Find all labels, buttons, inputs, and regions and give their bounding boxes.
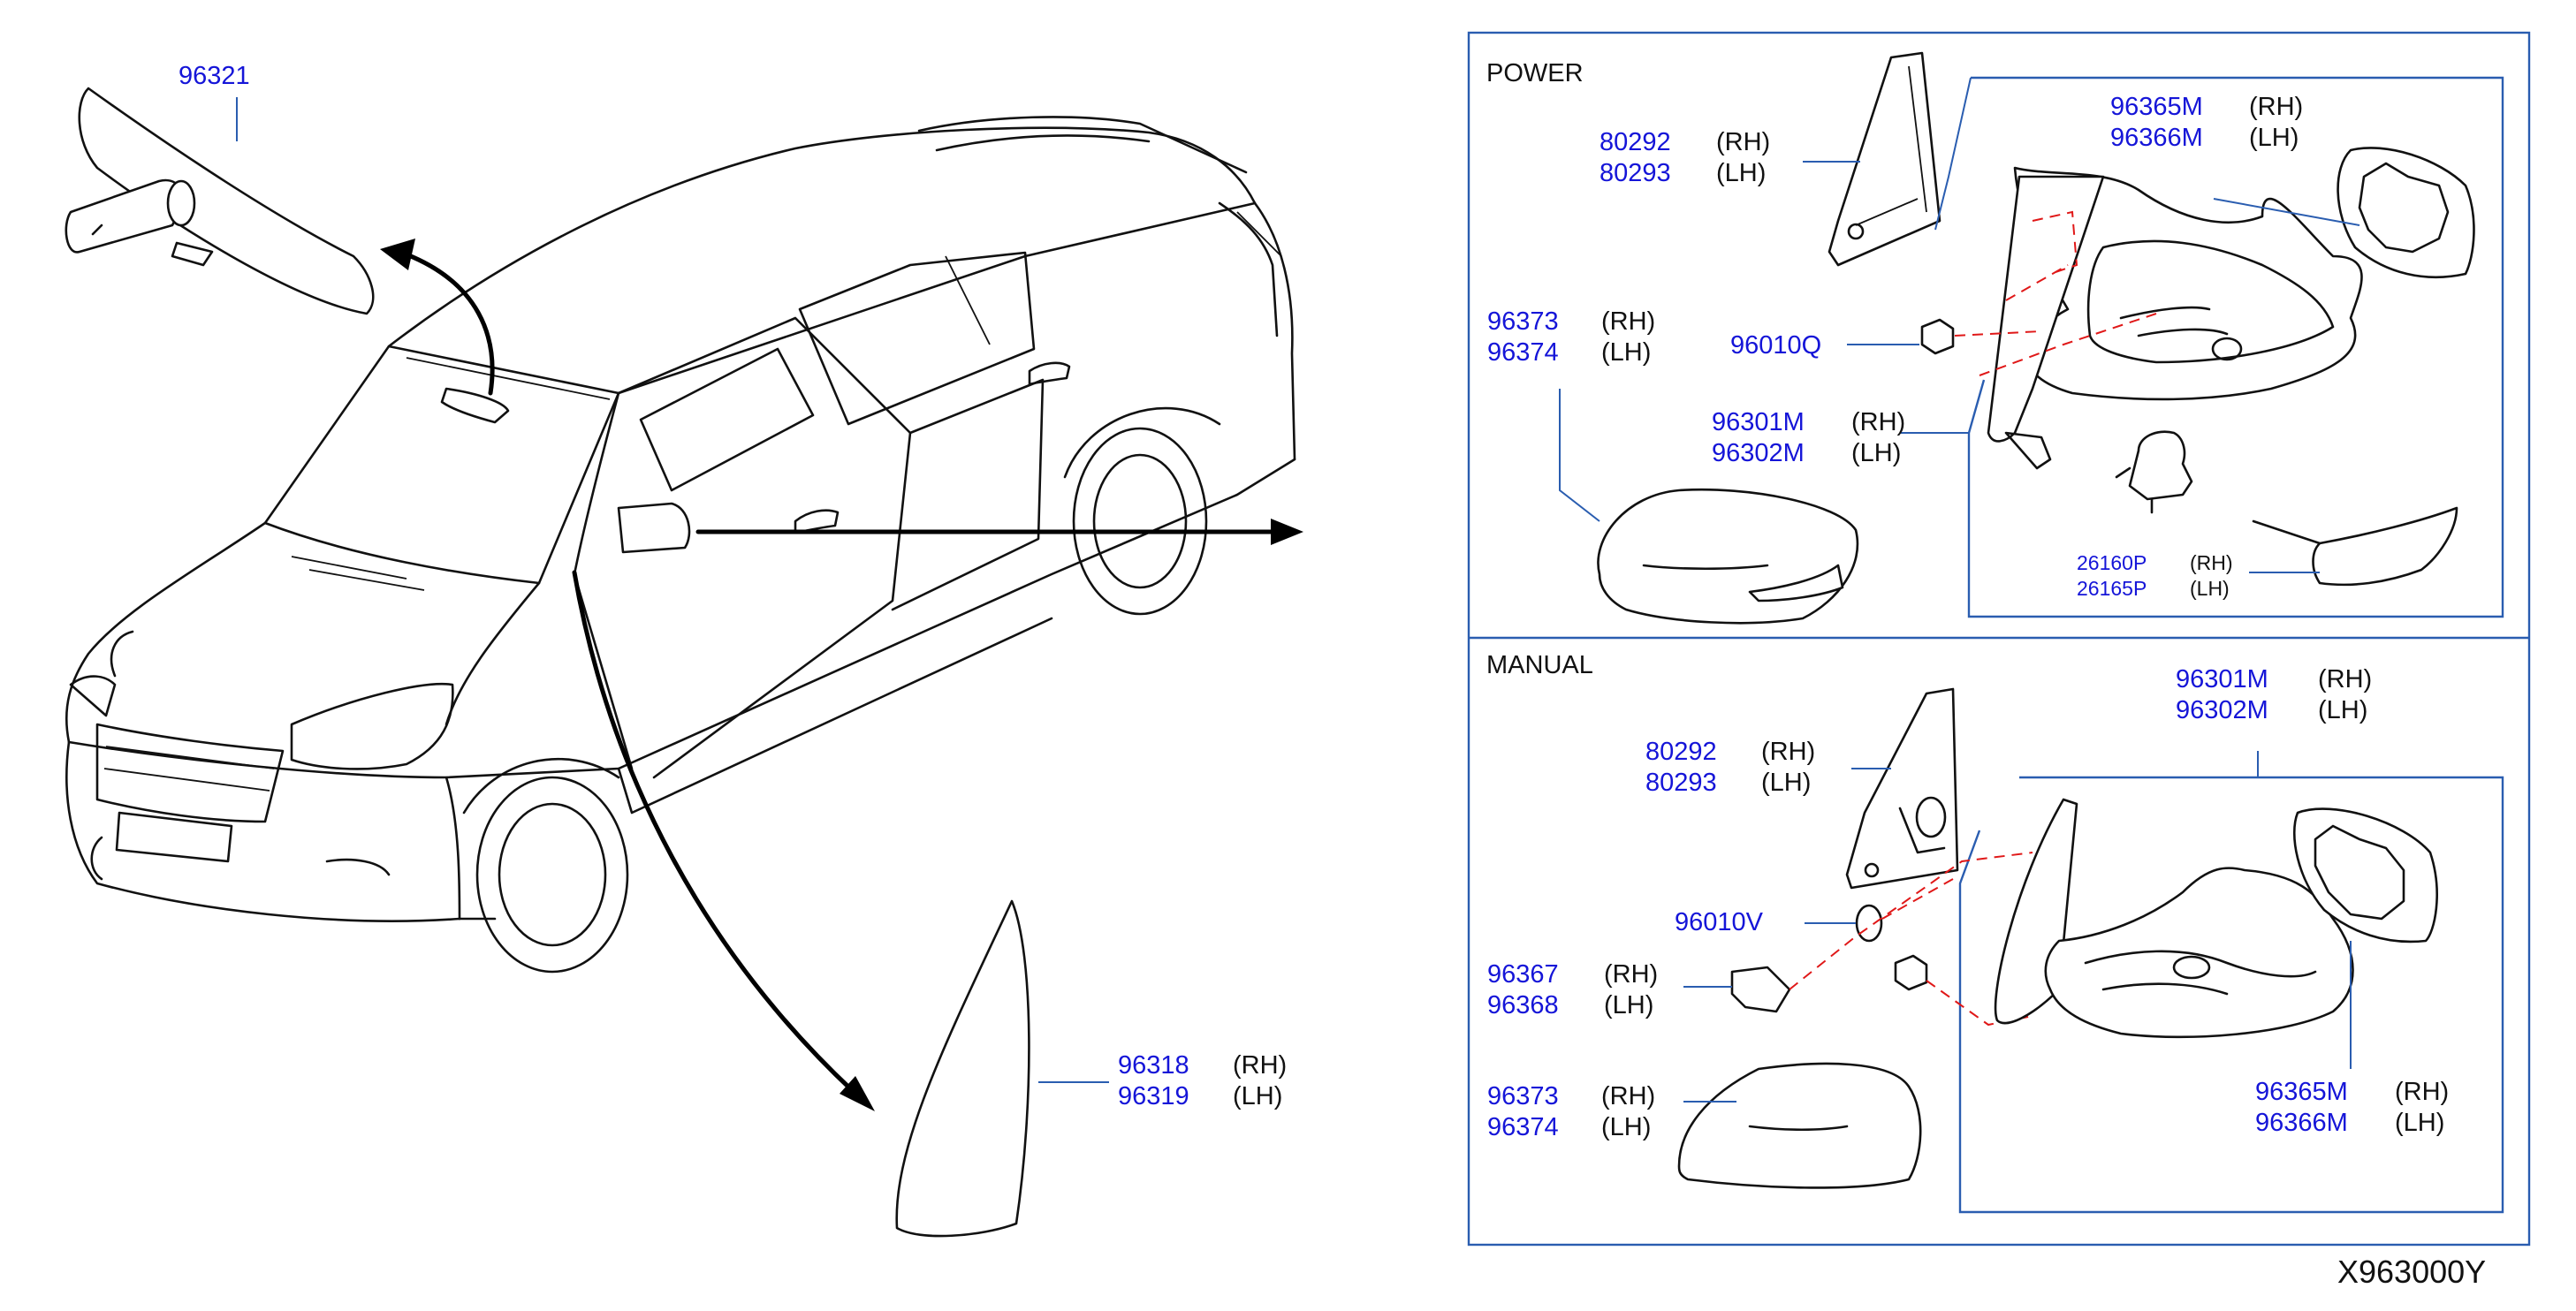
manual-section: MANUAL 96301M ( xyxy=(1486,651,2504,1214)
part-number-80292: 80292 xyxy=(1600,128,1671,156)
side-rh: (RH) xyxy=(2395,1078,2449,1106)
manual-heading: MANUAL xyxy=(1486,651,1593,679)
side-rh: (RH) xyxy=(1761,738,1815,766)
mirror-glass-illustration xyxy=(895,899,1030,1238)
side-rh: (RH) xyxy=(1601,1082,1655,1110)
part-number-26160P: 26160P xyxy=(2077,551,2147,574)
side-rh: (RH) xyxy=(1233,1051,1287,1080)
part-number-96366M: 96366M xyxy=(2255,1109,2348,1137)
diagram-code: X963000Y xyxy=(2337,1254,2486,1290)
part-number-96302M: 96302M xyxy=(2176,696,2268,724)
inside-mirror-illustration xyxy=(65,87,375,315)
part-number-96365M: 96365M xyxy=(2110,93,2203,121)
side-lh: (LH) xyxy=(1716,159,1766,187)
part-number-96366M: 96366M xyxy=(2110,124,2203,152)
part-number-96374: 96374 xyxy=(1487,338,1559,367)
side-lh: (LH) xyxy=(1601,1113,1651,1141)
part-number-96367: 96367 xyxy=(1487,960,1559,989)
part-number-96010V: 96010V xyxy=(1675,908,1764,936)
side-lh: (LH) xyxy=(1851,439,1901,467)
side-lh: (LH) xyxy=(1601,338,1651,367)
side-lh: (LH) xyxy=(2190,577,2230,600)
power-heading: POWER xyxy=(1486,59,1584,87)
side-rh: (RH) xyxy=(2190,551,2233,574)
part-number-96374: 96374 xyxy=(1487,1113,1559,1141)
part-number-96365M: 96365M xyxy=(2255,1078,2348,1106)
side-rh: (RH) xyxy=(2249,93,2303,121)
part-number-96321: 96321 xyxy=(179,62,250,90)
side-rh: (RH) xyxy=(1851,408,1905,436)
part-number-96010Q: 96010Q xyxy=(1730,331,1821,360)
part-number-80292: 80292 xyxy=(1645,738,1717,766)
callout-arrows xyxy=(380,239,1303,1111)
part-number-96318: 96318 xyxy=(1118,1051,1189,1080)
side-rh: (RH) xyxy=(1604,960,1658,989)
side-rh: (RH) xyxy=(1716,128,1770,156)
part-number-96301M: 96301M xyxy=(2176,665,2268,693)
side-lh: (LH) xyxy=(1761,769,1811,797)
part-number-96373: 96373 xyxy=(1487,307,1559,336)
side-rh: (RH) xyxy=(2318,665,2372,693)
side-rh: (RH) xyxy=(1601,307,1655,336)
part-number-80293: 80293 xyxy=(1645,769,1717,797)
part-number-26165P: 26165P xyxy=(2077,577,2147,600)
side-lh: (LH) xyxy=(2395,1109,2444,1137)
side-lh: (LH) xyxy=(2249,124,2299,152)
side-lh: (LH) xyxy=(1233,1082,1282,1110)
part-number-96319: 96319 xyxy=(1118,1082,1189,1110)
side-lh: (LH) xyxy=(1604,991,1653,1019)
part-number-96302M: 96302M xyxy=(1712,439,1805,467)
side-lh: (LH) xyxy=(2318,696,2367,724)
car-illustration xyxy=(65,116,1296,974)
power-section: POWER xyxy=(1486,51,2504,625)
part-number-96373: 96373 xyxy=(1487,1082,1559,1110)
part-number-96368: 96368 xyxy=(1487,991,1559,1019)
part-number-80293: 80293 xyxy=(1600,159,1671,187)
part-number-96301M: 96301M xyxy=(1712,408,1805,436)
